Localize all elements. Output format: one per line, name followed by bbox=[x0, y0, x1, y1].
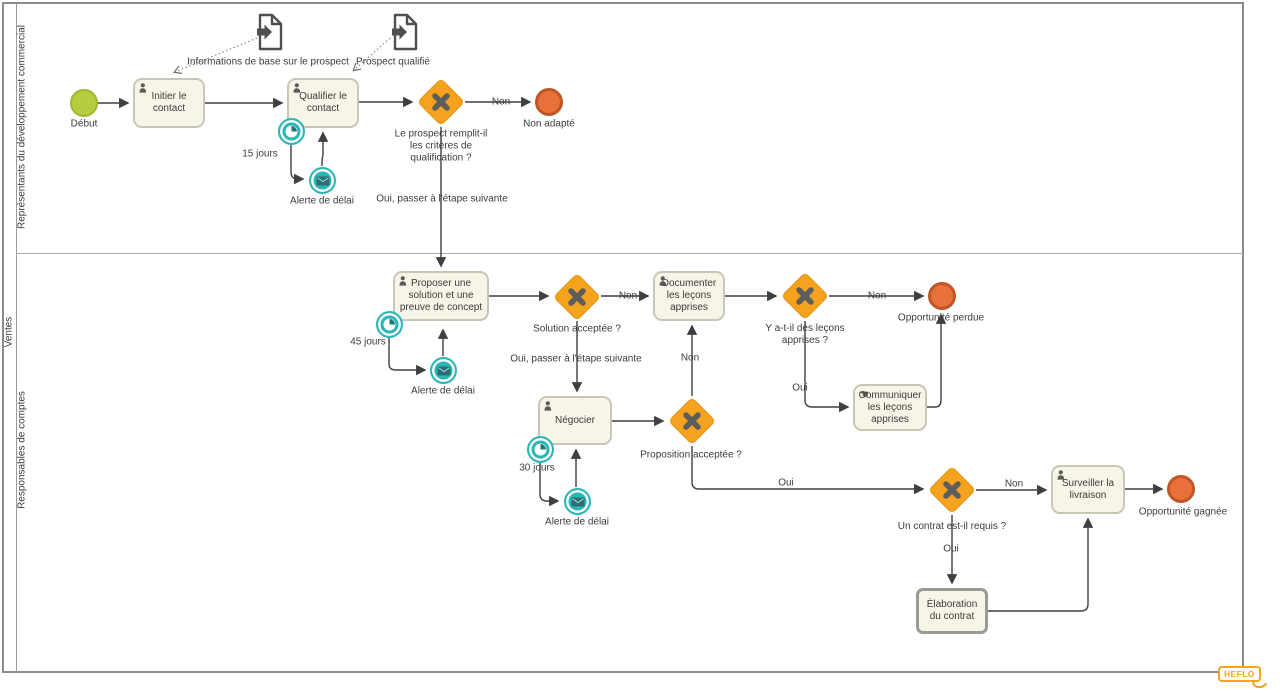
flow-label-oui: Oui bbox=[943, 543, 959, 555]
user-icon bbox=[659, 276, 670, 289]
task-communiquer-lecons[interactable]: ☚ Communiquer les leçons apprises bbox=[853, 384, 927, 431]
data-object-label: Prospect qualifié bbox=[356, 56, 430, 68]
flow-label-non: Non bbox=[491, 96, 511, 108]
flow-timer15-msg bbox=[290, 145, 305, 185]
user-icon bbox=[544, 401, 555, 414]
lane-label-representants: Représentants du développement commercia… bbox=[16, 25, 28, 229]
gateway-label: Y a-t-il des leçons apprises ? bbox=[765, 323, 845, 346]
message-event[interactable] bbox=[564, 488, 591, 515]
flow-gw3-communiquer bbox=[804, 321, 850, 413]
start-event[interactable] bbox=[70, 89, 98, 117]
heflo-logo-tail bbox=[1252, 680, 1267, 689]
flow-label-non: Non bbox=[867, 290, 887, 302]
user-icon bbox=[293, 83, 304, 96]
hand-icon: ☚ bbox=[859, 388, 869, 401]
task-surveiller-livraison[interactable]: Surveiller la livraison bbox=[1051, 465, 1125, 514]
clock-icon bbox=[534, 443, 547, 456]
envelope-icon bbox=[571, 497, 584, 506]
start-event-label: Début bbox=[70, 118, 98, 130]
x-marker-icon bbox=[796, 287, 814, 305]
flow-elaboration-surveiller bbox=[988, 517, 1094, 612]
timer-label: 45 jours bbox=[350, 336, 386, 348]
flow-timer30-msg bbox=[539, 463, 560, 507]
gateway-solution[interactable] bbox=[552, 272, 602, 322]
task-label: Surveiller la livraison bbox=[1061, 477, 1115, 501]
end-event-non-adapte[interactable] bbox=[535, 88, 563, 116]
x-marker-icon bbox=[568, 288, 586, 306]
flow-gw4-gw5 bbox=[691, 446, 925, 495]
data-object-input-icon[interactable] bbox=[390, 13, 419, 56]
flow-label-oui: Oui bbox=[792, 382, 808, 394]
flow-label-oui-suivante: Oui, passer à l'étape suivante bbox=[510, 353, 642, 365]
flow-label-oui: Oui bbox=[778, 477, 794, 489]
gateway-proposition[interactable] bbox=[667, 396, 717, 446]
end-event-opportunite-gagnee[interactable] bbox=[1167, 475, 1195, 503]
x-marker-icon bbox=[943, 481, 961, 499]
flow-communiquer-perdue bbox=[926, 313, 947, 408]
task-negocier[interactable]: Négocier bbox=[538, 396, 612, 445]
task-documenter-lecons[interactable]: Documenter les leçons apprises bbox=[653, 271, 725, 321]
flow-label-non: Non bbox=[680, 352, 700, 364]
gateway-label: Proposition acceptée ? bbox=[640, 449, 742, 461]
message-event[interactable] bbox=[309, 167, 336, 194]
flow-timer45-msg bbox=[388, 338, 427, 376]
pool-label: Ventes bbox=[3, 316, 15, 348]
data-object-label: Informations de base sur le prospect bbox=[187, 56, 349, 68]
envelope-icon bbox=[437, 366, 450, 375]
message-label: Alerte de délai bbox=[545, 516, 609, 528]
gateway-label: Solution acceptée ? bbox=[533, 323, 621, 335]
assoc-infos-initier bbox=[175, 37, 258, 72]
x-marker-icon bbox=[432, 93, 450, 111]
gateway-qualification[interactable] bbox=[416, 77, 466, 127]
timer-label: 30 jours bbox=[519, 462, 555, 474]
timer-event[interactable] bbox=[278, 118, 305, 145]
task-label: Qualifier le contact bbox=[299, 91, 347, 114]
user-icon bbox=[139, 83, 150, 96]
end-event-label: Opportunité perdue bbox=[897, 312, 985, 324]
end-event-label: Opportunité gagnée bbox=[1138, 506, 1228, 518]
task-proposer-solution[interactable]: Proposer une solution et une preuve de c… bbox=[393, 271, 489, 321]
assoc-qualifie-qualifier bbox=[354, 37, 391, 70]
flow-msg-qualifier bbox=[317, 131, 329, 167]
task-label: Communiquer les leçons apprises bbox=[858, 389, 922, 425]
clock-icon bbox=[285, 125, 298, 138]
flow-label-non: Non bbox=[618, 290, 638, 302]
message-event[interactable] bbox=[430, 357, 457, 384]
task-label: Négocier bbox=[554, 414, 596, 426]
user-icon bbox=[1057, 470, 1068, 483]
envelope-icon bbox=[316, 176, 329, 185]
gateway-label: Un contrat est-il requis ? bbox=[897, 521, 1007, 533]
gateway-lecons[interactable] bbox=[780, 271, 830, 321]
flow-label-non: Non bbox=[1004, 478, 1024, 490]
message-label: Alerte de délai bbox=[411, 385, 475, 397]
flow-label-oui-suivante: Oui, passer à l'étape suivante bbox=[376, 193, 508, 205]
task-label: Initier le contact bbox=[151, 91, 187, 114]
timer-event[interactable] bbox=[527, 436, 554, 463]
end-event-opportunite-perdue[interactable] bbox=[928, 282, 956, 310]
timer-label: 15 jours bbox=[242, 148, 278, 160]
user-icon bbox=[399, 276, 410, 289]
lane-label-responsables: Responsables de comptes bbox=[16, 391, 28, 509]
heflo-logo[interactable]: HEFLO bbox=[1218, 666, 1261, 683]
gateway-label: Le prospect remplit-il les critères de q… bbox=[394, 128, 488, 163]
gateway-contrat[interactable] bbox=[927, 465, 977, 515]
task-label: Proposer une solution et une preuve de c… bbox=[399, 278, 483, 313]
task-label: Documenter les leçons apprises bbox=[661, 278, 717, 313]
pool-frame bbox=[2, 2, 1244, 673]
task-initier-le-contact[interactable]: Initier le contact bbox=[133, 78, 205, 128]
end-event-label: Non adapté bbox=[523, 118, 575, 130]
data-object-input-icon[interactable] bbox=[255, 13, 284, 56]
x-marker-icon bbox=[683, 412, 701, 430]
timer-event[interactable] bbox=[376, 311, 403, 338]
clock-icon bbox=[383, 318, 396, 331]
message-label: Alerte de délai bbox=[290, 195, 354, 207]
subprocess-elaboration-contrat[interactable]: Élaboration du contrat bbox=[916, 588, 988, 634]
task-label: Élaboration du contrat bbox=[926, 599, 978, 622]
